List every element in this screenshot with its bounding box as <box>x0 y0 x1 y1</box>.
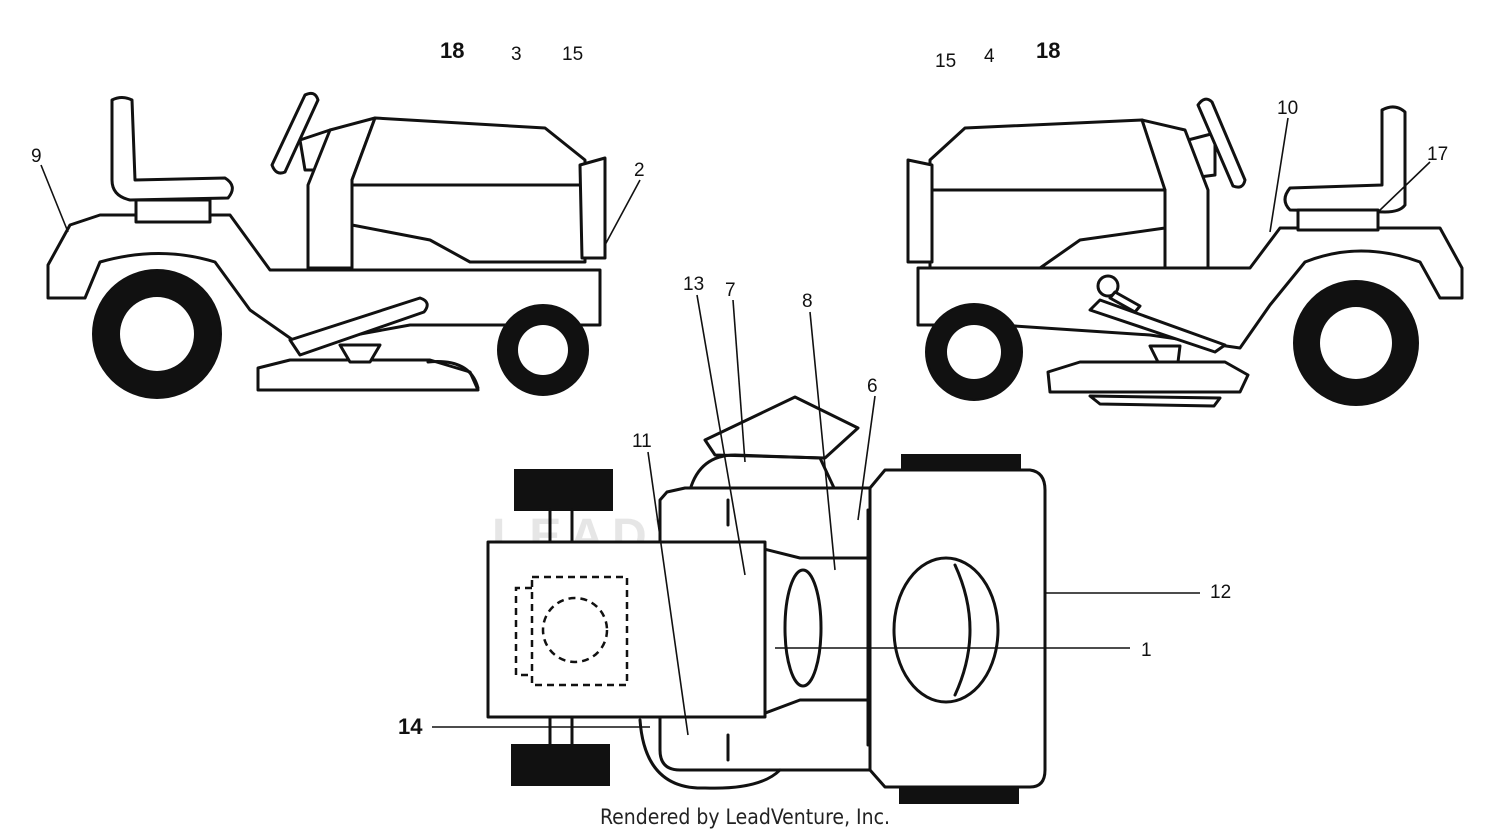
callout-right-18: 18 <box>1036 38 1060 63</box>
left-seat <box>110 96 234 202</box>
callout-top-14: 14 <box>398 714 423 739</box>
callout-left-9: 9 <box>31 146 42 167</box>
left-steering-wheel <box>270 91 320 175</box>
callout-right-17: 17 <box>1427 144 1448 165</box>
leader-lines <box>40 117 1431 736</box>
top-discharge-chute <box>703 395 860 460</box>
right-rear-fender <box>916 226 1464 350</box>
top-rear-wheel-upper <box>514 469 613 511</box>
callout-right-10: 10 <box>1277 98 1298 119</box>
callout-top-8: 8 <box>802 291 813 312</box>
top-rear-wheel-lower <box>511 744 610 786</box>
callout-top-7: 7 <box>725 280 736 301</box>
tractor-top-view <box>486 395 1047 804</box>
left-rear-fender <box>46 213 602 347</box>
callout-top-11: 11 <box>632 431 652 452</box>
right-grille <box>906 158 934 264</box>
callout-right-15: 15 <box>935 51 956 72</box>
left-grille <box>578 156 607 260</box>
left-mower-deck <box>256 358 480 392</box>
callout-right-4: 4 <box>984 46 995 67</box>
tractor-left-view <box>46 91 607 399</box>
callout-left-2: 2 <box>634 160 645 181</box>
callout-top-12: 12 <box>1210 582 1231 603</box>
left-hood <box>350 116 587 187</box>
callout-top-13: 13 <box>683 274 704 295</box>
credit-text: Rendered by LeadVenture, Inc. <box>600 805 890 829</box>
callout-left-15: 15 <box>562 44 583 65</box>
callout-top-1: 1 <box>1141 640 1152 661</box>
callout-left-18: 18 <box>440 38 464 63</box>
top-front-wheel-lower <box>899 786 1019 804</box>
callouts: 18 3 15 9 2 15 4 18 10 17 13 7 8 6 11 12… <box>31 38 1448 739</box>
right-mower-deck <box>1046 360 1250 394</box>
tractor-right-view <box>906 97 1464 408</box>
right-seat <box>1283 105 1407 214</box>
right-hood <box>928 118 1167 192</box>
callout-left-3: 3 <box>511 44 522 65</box>
callout-top-6: 6 <box>867 376 878 397</box>
right-steering-wheel <box>1196 97 1247 189</box>
